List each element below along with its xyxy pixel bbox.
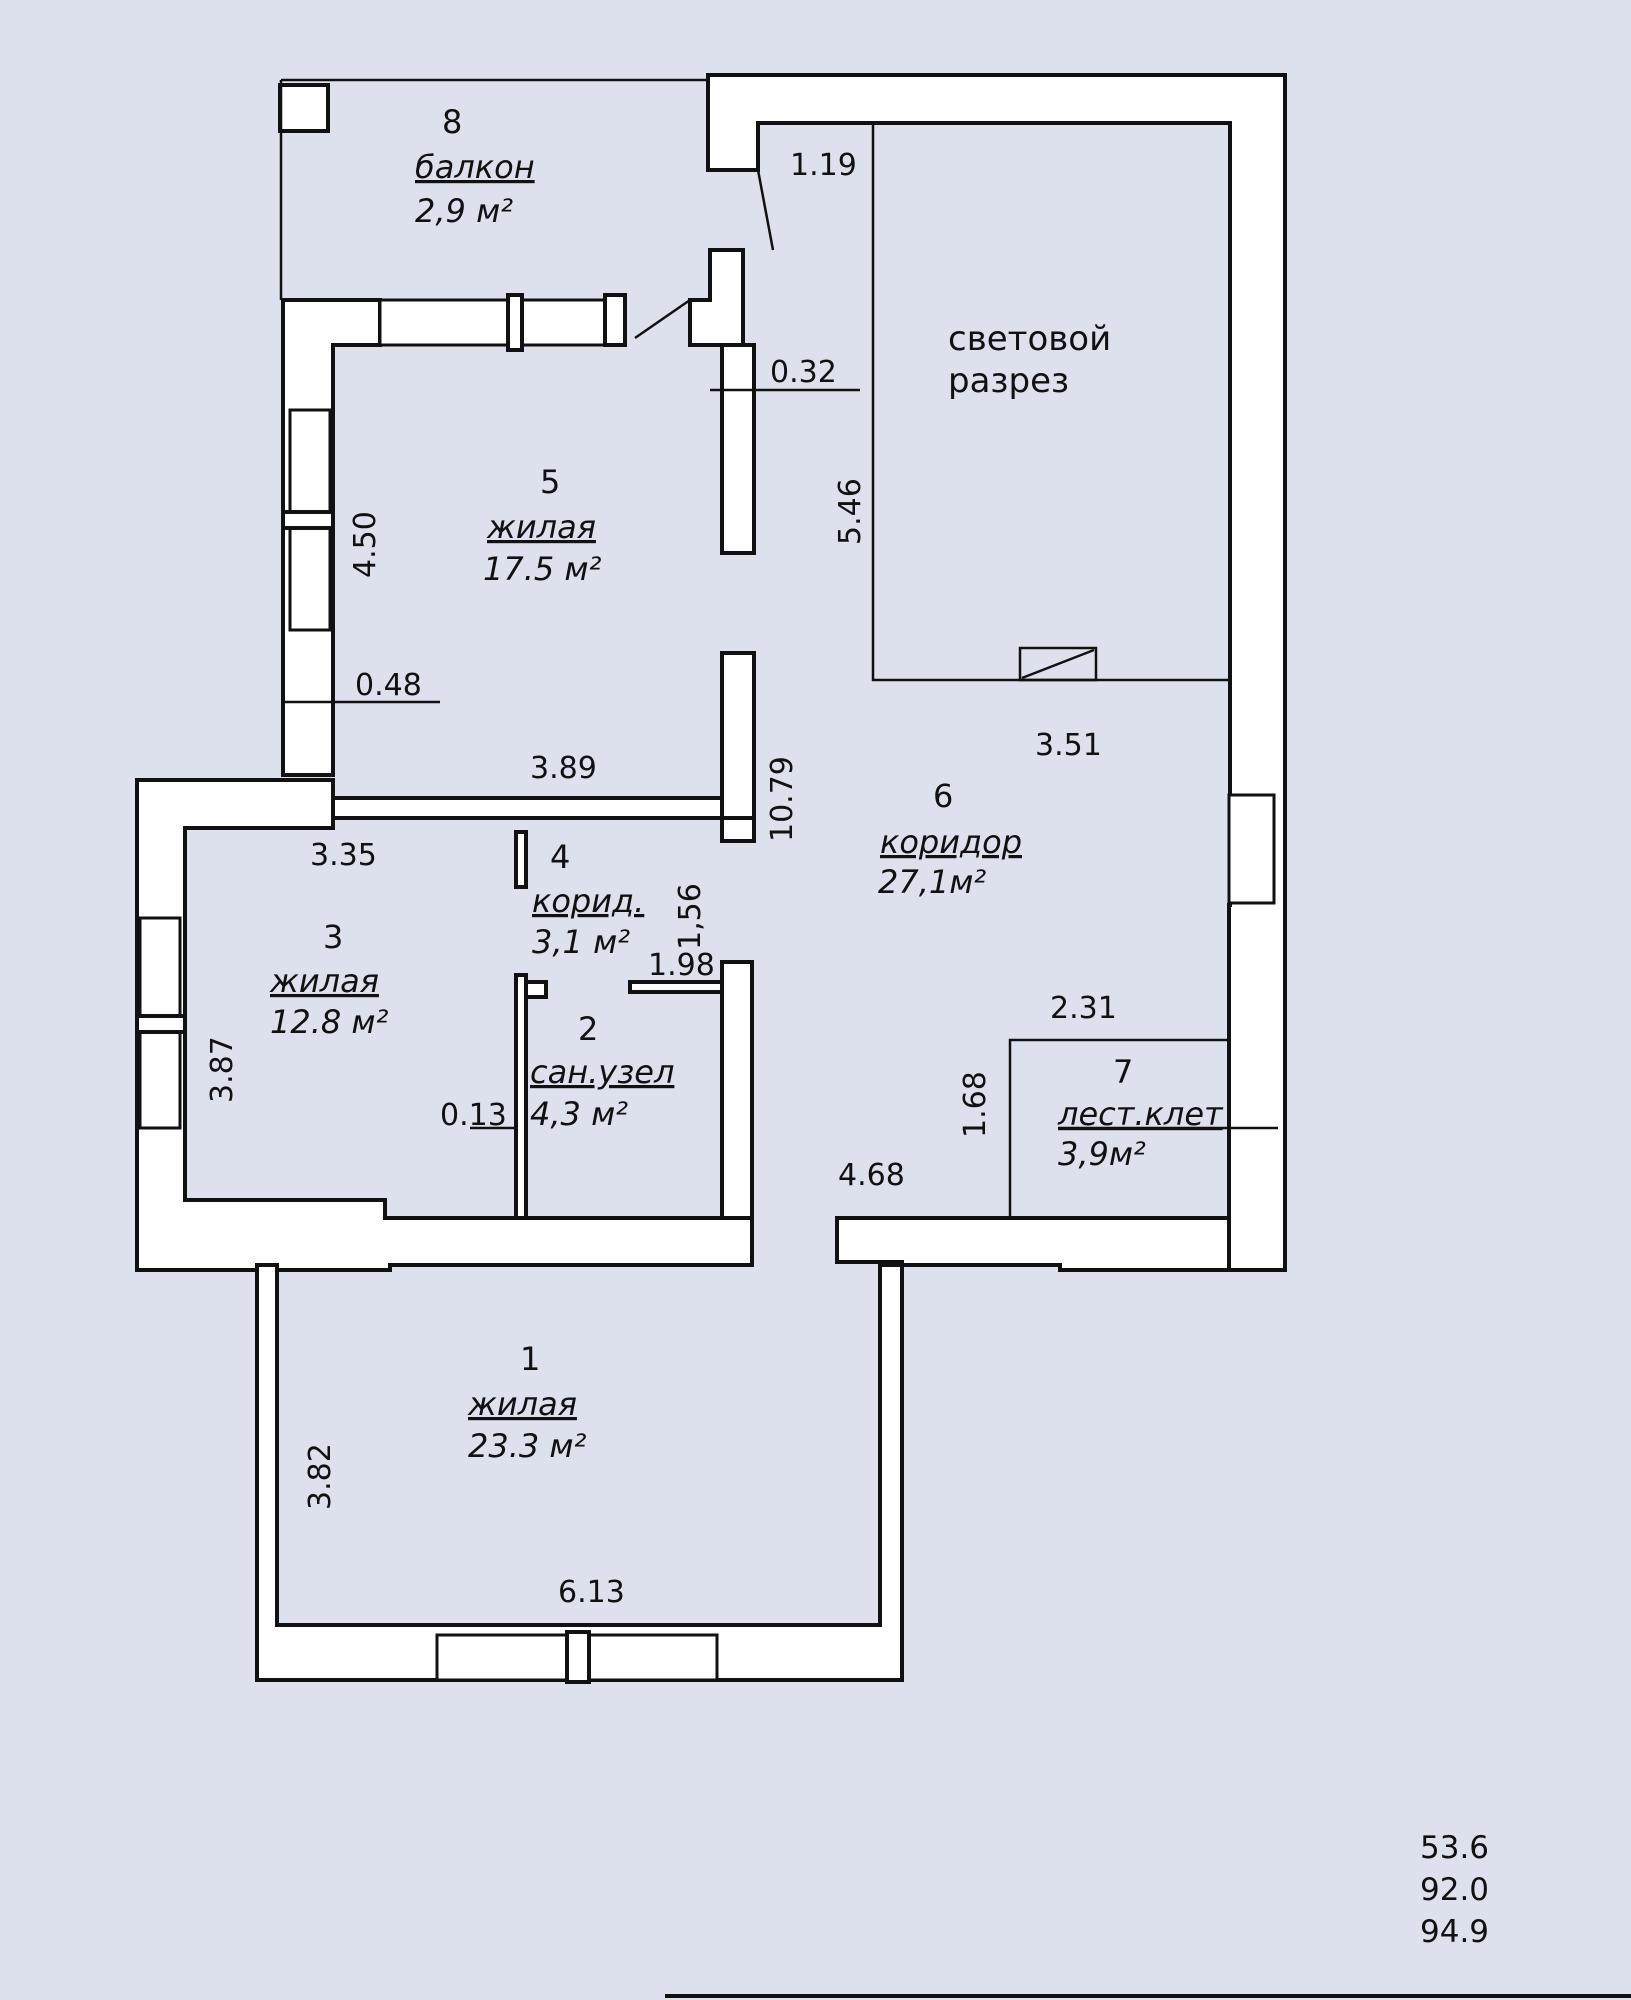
room-6-area: 27,1м² [878,863,986,901]
room-2-number: 2 [578,1010,598,1048]
room-8-area: 2,9 м² [415,192,513,230]
light-well-vent-diag [1021,648,1095,680]
room5-top-window-mullion [506,293,524,352]
room5-bottom-wall [331,796,756,843]
total-1: 53.6 [1420,1830,1489,1866]
dim-3-87: 3.87 [205,1036,240,1103]
dim-0-13: 0.13 [440,1098,507,1133]
balcony-door-swing [756,169,775,251]
dim-6-13: 6.13 [558,1575,625,1610]
room-3-number: 3 [323,918,343,956]
room-4-number: 4 [550,838,570,876]
dim-3-89: 3.89 [530,751,597,786]
corridor4-stub [514,830,528,889]
light-well-line2: разрез [948,361,1069,401]
light-well-line1: световой [948,319,1111,359]
room5-right-partition-top [720,343,756,555]
room-5-type: жилая [486,508,596,546]
room-5-number: 5 [540,463,560,501]
room-5-area: 17.5 м² [483,550,602,588]
dim-1-56: 1,56 [673,883,708,950]
room-labels: 8 балкон 2,9 м² 5 жилая 17.5 м² световой… [269,103,1224,1465]
room5-top-window [378,298,627,347]
dim-3-82: 3.82 [303,1443,338,1510]
dimension-labels: 1.19 0.32 5.46 4.50 0.48 3.89 10.79 3.51… [205,148,1278,1610]
room-1-number: 1 [520,1340,540,1378]
dim-2-31: 2.31 [1050,991,1117,1026]
right-wall-window [1227,793,1276,905]
room3-left-wall [135,778,754,1272]
balcony-door-leaf [634,298,691,340]
room-7-type: лест.клет [1057,1095,1224,1133]
dim-1-19: 1.19 [790,148,857,183]
walls [135,73,1287,1684]
room-8-number: 8 [442,103,462,141]
room-7-area: 3,9м² [1058,1135,1146,1173]
total-3: 94.9 [1420,1914,1489,1950]
balcony-door-jamb [688,248,745,347]
room-4-type: корид. [532,882,644,920]
light-well-vent [1018,646,1098,682]
room-6-type: коридор [880,823,1022,861]
bath-left-partition-knob [524,980,548,999]
light-well-outline [871,123,1228,682]
room-8-type: балкон [415,148,535,186]
dim-0-48: 0.48 [355,668,422,703]
room-2-area: 4,3 м² [530,1095,628,1133]
balcony-post [278,83,330,133]
room-3-area: 12.8 м² [270,1003,389,1041]
dim-0-32: 0.32 [770,355,837,390]
room-7-number: 7 [1113,1053,1133,1091]
room5-right-partition-bottom [720,651,756,843]
total-2: 92.0 [1420,1872,1489,1908]
dim-4-68: 4.68 [838,1158,905,1193]
room5-left-window-mullion [281,510,335,530]
room-1-type: жилая [467,1385,577,1423]
dim-3-35: 3.35 [310,838,377,873]
area-totals: 53.6 92.0 94.9 [1420,1830,1489,1950]
room1-walls [255,1263,904,1682]
room-4-area: 3,1 м² [532,923,630,961]
bath-left-partition [514,973,528,1220]
room1-bottom-window-mullion [565,1630,591,1684]
outer-wall-right [706,73,1287,1272]
room5-top-window-end [603,293,627,347]
stair-partition [1008,1038,1228,1218]
bottom-right-wall [835,1216,1231,1272]
room-1-area: 23.3 м² [468,1427,587,1465]
room-3-type: жилая [269,962,379,1000]
room3-left-window-mullion [135,1014,187,1034]
bath-right-partition [720,960,754,1220]
dim-3-51: 3.51 [1035,728,1102,763]
bath-top-stub [628,980,724,994]
dim-10-79: 10.79 [765,756,800,842]
dim-1-98: 1.98 [648,948,715,983]
dim-1-68: 1.68 [958,1071,993,1138]
room-6-number: 6 [933,777,953,815]
room-2-type: сан.узел [530,1053,674,1091]
dim-5-46: 5.46 [833,478,868,545]
dim-4-50: 4.50 [348,511,383,578]
